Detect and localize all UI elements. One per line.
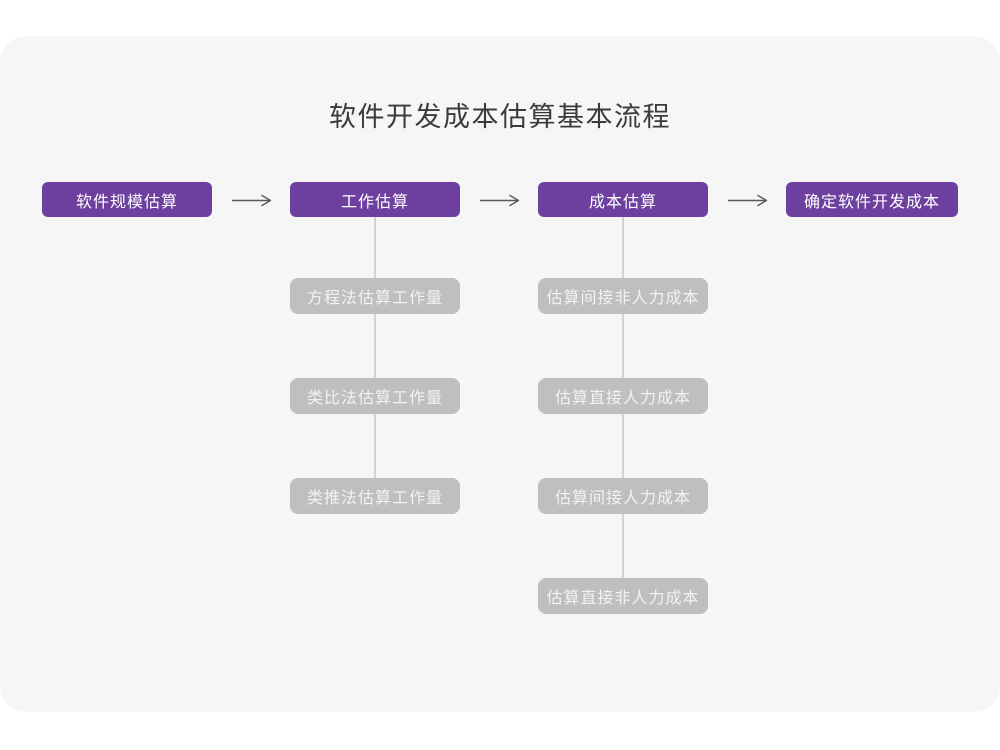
connector-line-work-estimation (374, 217, 376, 497)
stage-box-cost-estimation: 成本估算 (538, 182, 708, 217)
substep-box-equation-method: 方程法估算工作量 (290, 278, 460, 314)
stage-box-work-estimation: 工作估算 (290, 182, 460, 217)
substep-box-indirect-labor-cost: 估算间接人力成本 (538, 478, 708, 514)
arrow-right-icon (479, 194, 521, 212)
stage-box-software-scale-estimation: 软件规模估算 (42, 182, 212, 217)
arrow-right-icon (231, 194, 273, 212)
substep-box-indirect-nonlabor-cost: 估算间接非人力成本 (538, 278, 708, 314)
page-title: 软件开发成本估算基本流程 (329, 102, 671, 132)
substep-box-direct-nonlabor-cost: 估算直接非人力成本 (538, 578, 708, 614)
arrow-right-icon (727, 194, 769, 212)
canvas-card (0, 36, 1000, 712)
substep-box-direct-labor-cost: 估算直接人力成本 (538, 378, 708, 414)
substep-box-extrapolation-method: 类推法估算工作量 (290, 478, 460, 514)
substep-box-analogy-method: 类比法估算工作量 (290, 378, 460, 414)
stage-box-determine-development-cost: 确定软件开发成本 (786, 182, 958, 217)
